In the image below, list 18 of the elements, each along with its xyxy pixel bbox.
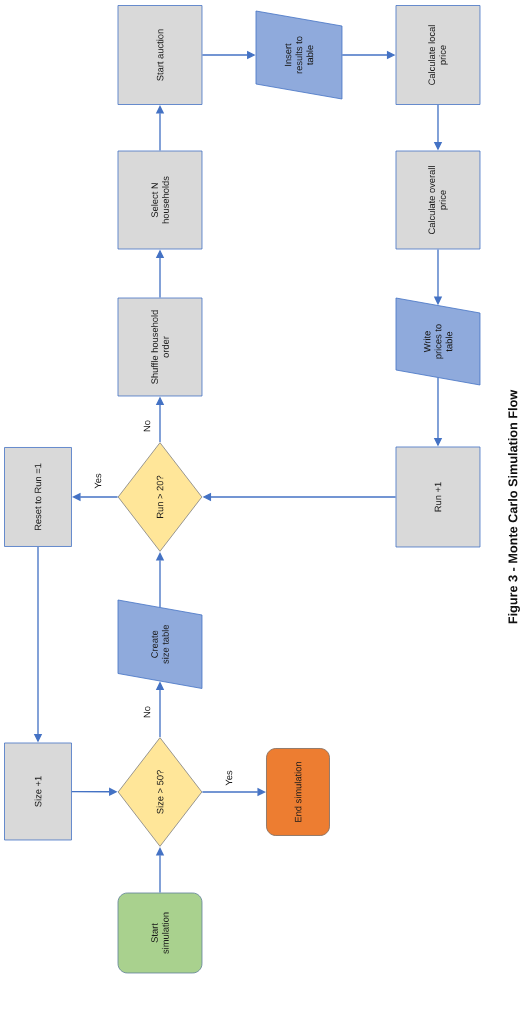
rounded-box: Start simulation [117, 892, 203, 974]
process-box: Shuffle household order [117, 297, 203, 397]
process-box: Calculate local price [395, 5, 481, 105]
parallelogram: Create size table [117, 599, 203, 689]
process-box: Reset to Run =1 [4, 447, 72, 547]
parallelogram: Insert results to table [255, 10, 343, 100]
process-box: Calculate overall price [395, 150, 481, 250]
parallelogram: Write prices to table [395, 297, 481, 386]
edge-label: Yes [94, 473, 102, 489]
process-box: Select N households [117, 150, 203, 250]
edge-label: No [143, 706, 151, 718]
edge-label: Yes [225, 770, 233, 786]
caption: Figure 3 - Monte Carlo Simulation Flow [508, 389, 520, 624]
rounded-box: End simulation [266, 748, 330, 836]
process-box: Size +1 [4, 742, 72, 841]
process-box: Run +1 [395, 446, 481, 548]
edge-label: No [143, 420, 151, 432]
process-box: Start auction [117, 5, 203, 105]
